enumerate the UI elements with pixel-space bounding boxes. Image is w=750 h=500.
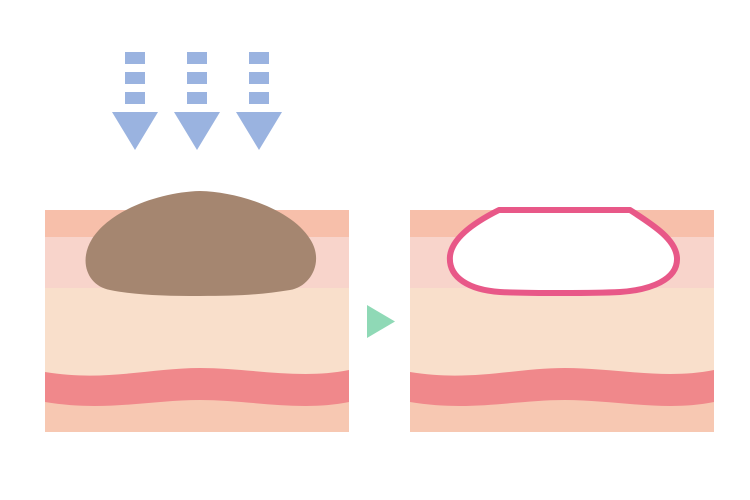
mole-lesion bbox=[85, 191, 317, 296]
down-arrow-dashed-icon bbox=[112, 52, 158, 150]
removal-crater bbox=[446, 207, 680, 296]
down-arrow-dashed-icon bbox=[236, 52, 282, 150]
wavy-blood-vessel-band bbox=[45, 368, 349, 406]
energy-arrows bbox=[112, 52, 282, 150]
play-triangle-icon bbox=[367, 305, 395, 338]
after-skin-panel bbox=[410, 207, 714, 432]
before-skin-panel bbox=[45, 191, 349, 432]
wavy-blood-vessel-band bbox=[410, 368, 714, 406]
down-arrow-dashed-icon bbox=[174, 52, 220, 150]
